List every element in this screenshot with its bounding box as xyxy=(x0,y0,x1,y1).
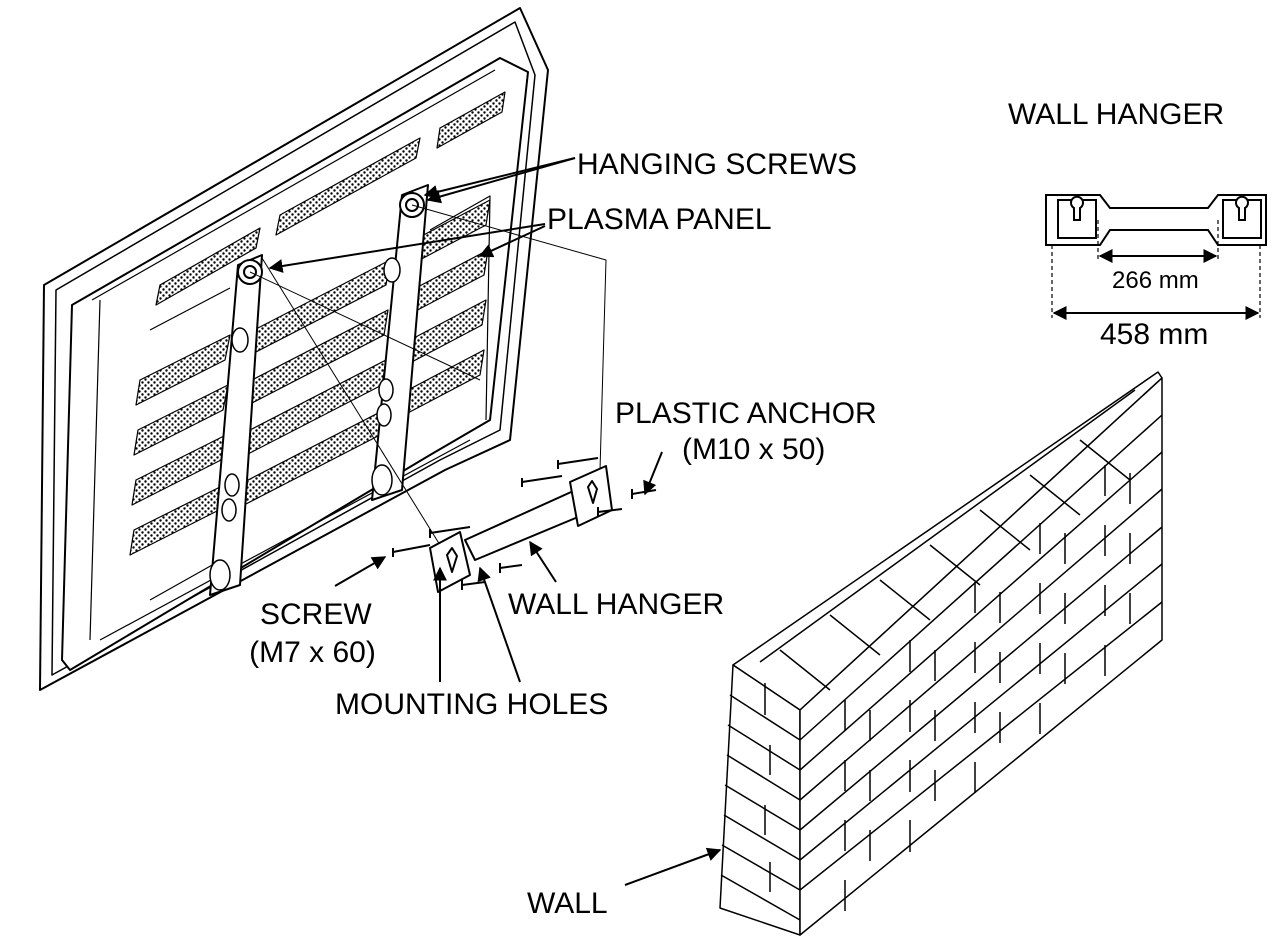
label-plastic-anchor-size: (M10 x 50) xyxy=(682,433,826,466)
detail-title: WALL HANGER xyxy=(1008,98,1225,131)
dimension-guides xyxy=(1051,220,1261,318)
detail-outer-dimension: 458 mm xyxy=(1100,318,1209,351)
arrow-hanging-screws-b xyxy=(423,157,576,199)
screws-and-anchors xyxy=(392,457,657,590)
panel-inner-frame xyxy=(51,21,536,676)
detail-inner-dimension: 266 mm xyxy=(1112,267,1199,294)
label-wall: WALL xyxy=(527,887,608,920)
plasma-panel xyxy=(39,7,549,691)
arrow-plasma-panel-b xyxy=(478,225,546,258)
label-screw-size: (M7 x 60) xyxy=(249,636,376,669)
label-screw: SCREW xyxy=(260,598,372,631)
leader-arrows xyxy=(268,157,722,886)
arrow-mounting-holes-b xyxy=(477,566,521,683)
arrow-plasma-panel-a xyxy=(268,223,546,273)
label-hanging-screws: HANGING SCREWS xyxy=(577,148,858,181)
label-wall-hanger: WALL HANGER xyxy=(508,588,725,621)
arrow-screw xyxy=(334,556,387,587)
wall-hanger-detail xyxy=(1045,194,1267,246)
label-mounting-holes: MOUNTING HOLES xyxy=(335,688,609,721)
arrow-plastic-anchor xyxy=(643,451,663,496)
label-plastic-anchor: PLASTIC ANCHOR xyxy=(615,397,877,430)
label-plasma-panel: PLASMA PANEL xyxy=(547,203,772,236)
alignment-lines xyxy=(249,204,607,546)
arrow-wall xyxy=(624,847,722,886)
arrow-wall-hanger xyxy=(529,540,557,583)
brick-wall xyxy=(719,371,1163,936)
dimension-arrows xyxy=(1052,249,1260,320)
